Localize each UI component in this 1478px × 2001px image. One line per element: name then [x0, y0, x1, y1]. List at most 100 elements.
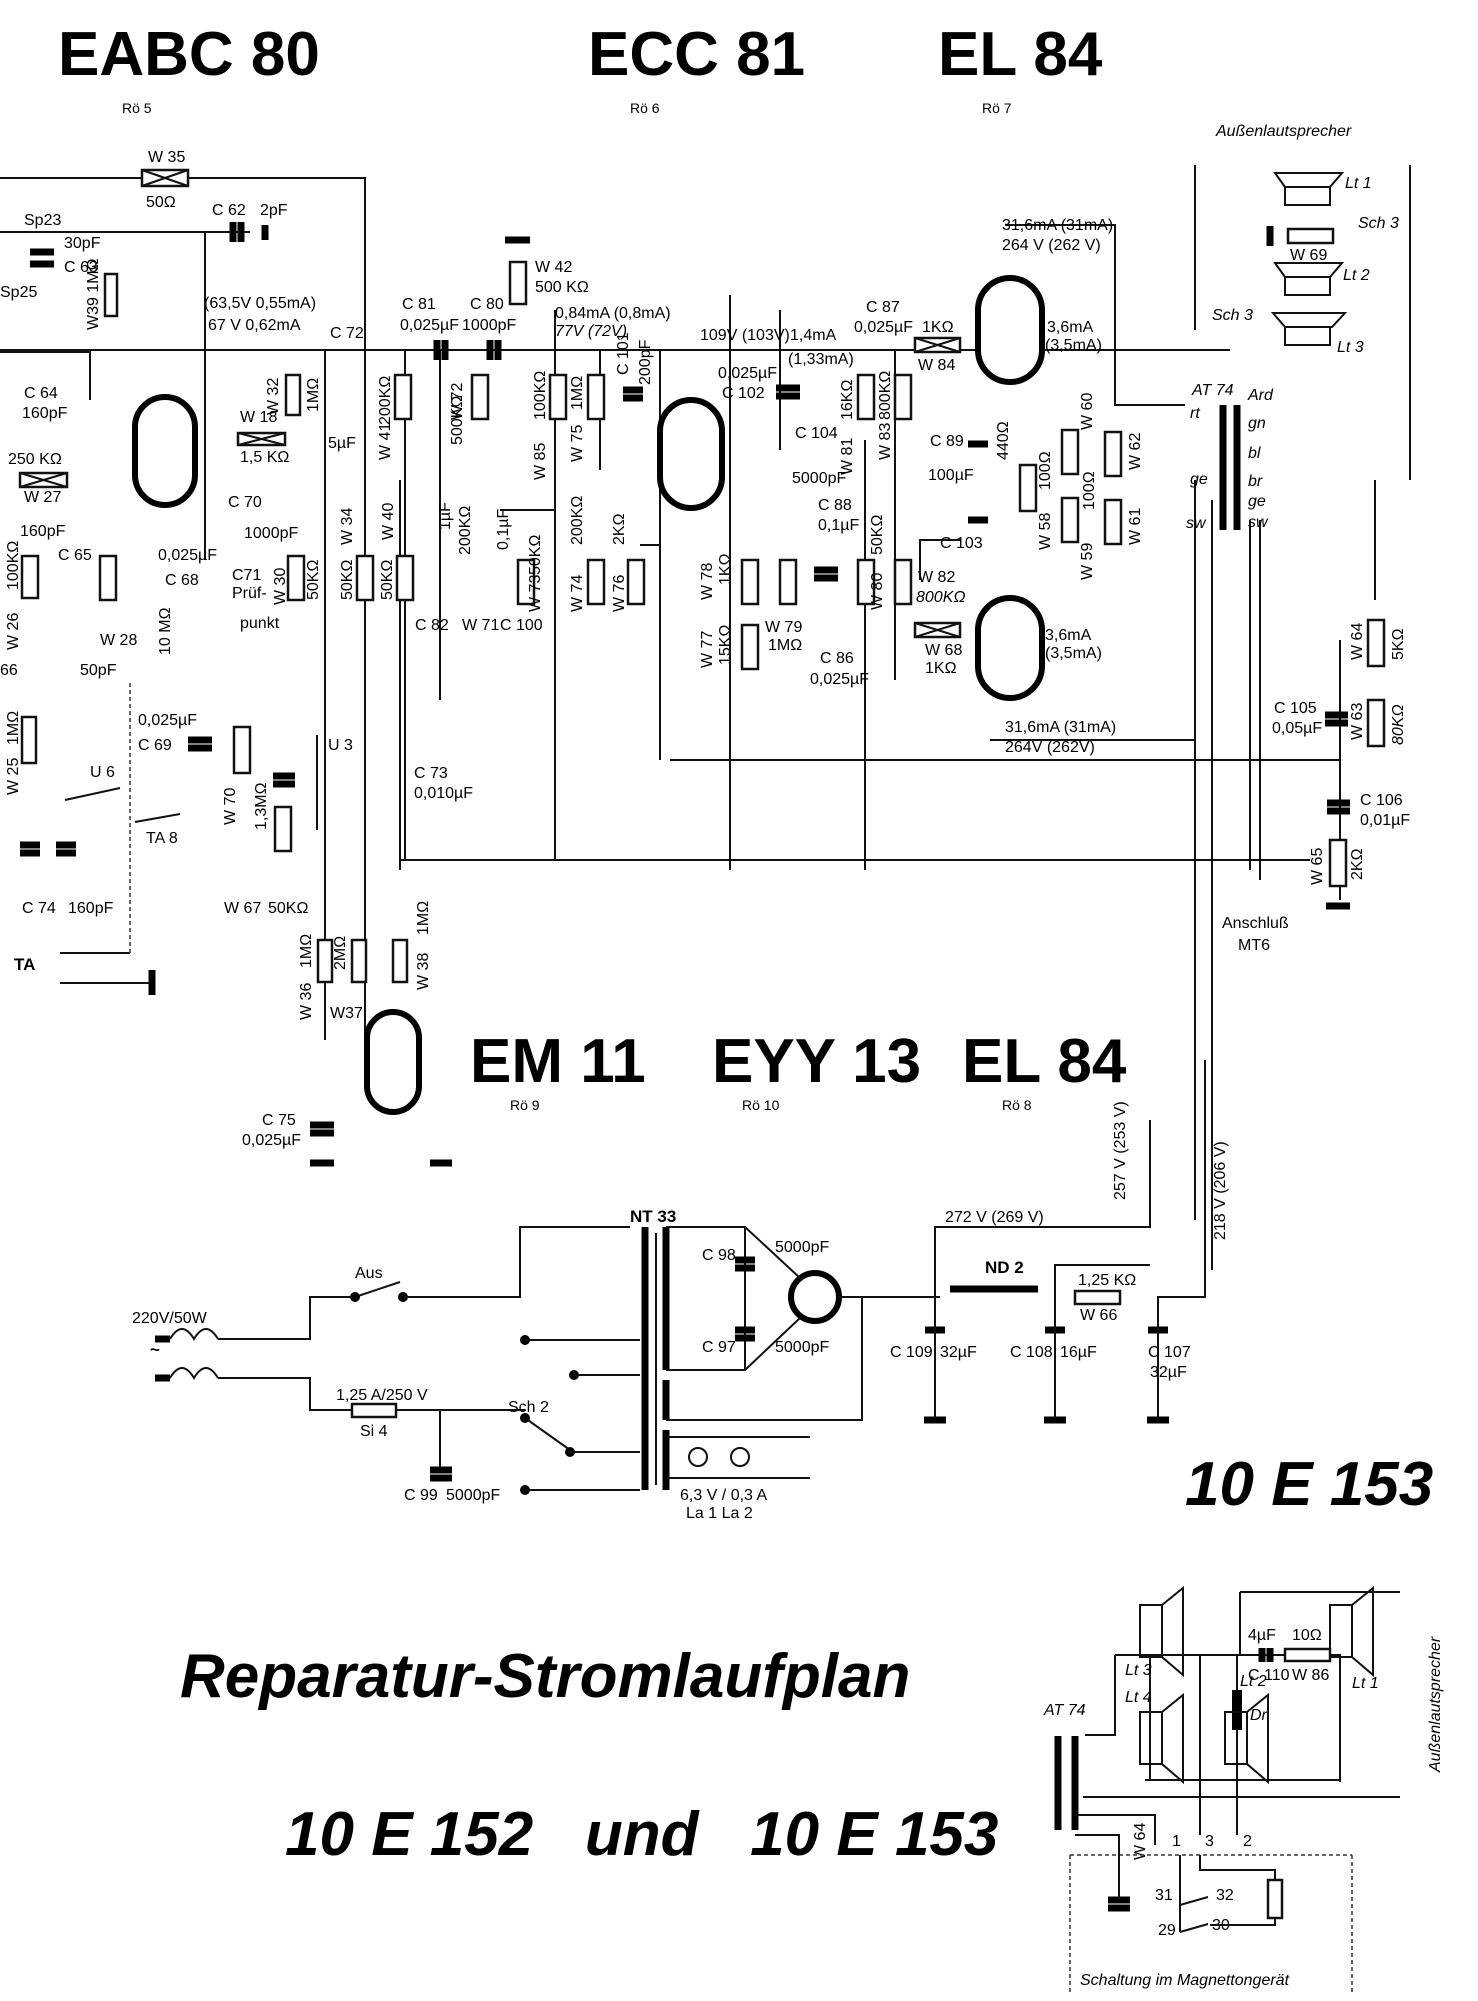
- label-c82-val: 1µF: [437, 502, 454, 530]
- variant-heading: 10 E 153: [1185, 1450, 1433, 1519]
- label-10m: 10 MΩ: [157, 607, 174, 655]
- label-w75: W 75: [569, 425, 586, 462]
- tube-ro8-envelope: [975, 595, 1045, 701]
- label-w83-val: 800KΩ: [877, 371, 894, 420]
- label-w34-val: 50KΩ: [339, 560, 356, 600]
- tube-ro9-envelope: [364, 1009, 422, 1115]
- speaker-153-lt3: [1139, 1585, 1184, 1678]
- label-c89: C 89: [930, 433, 964, 450]
- label-w40-val: 50KΩ: [379, 560, 396, 600]
- label-w69: W 69: [1290, 247, 1327, 264]
- tube-name-ro5: EABC 80: [58, 20, 320, 89]
- resistor-w69: [1286, 227, 1335, 245]
- label-w65: W 65: [1309, 848, 1326, 885]
- label-w71-val: 200KΩ: [457, 506, 474, 555]
- label-c102-val: 0,025µF: [718, 365, 777, 382]
- label-w25-val: 1MΩ: [5, 711, 22, 745]
- variant-side-label: Außenlautsprecher: [1427, 1636, 1444, 1773]
- label-dr: Dr: [1250, 1707, 1268, 1724]
- label-c72-val: 5µF: [328, 435, 356, 452]
- label-w86: W 86: [1292, 1667, 1329, 1684]
- pin-31: 31: [1155, 1887, 1173, 1904]
- label-v-ro6a: 0,84mA (0,8mA): [555, 305, 671, 322]
- label-w25: W 25: [5, 758, 22, 795]
- label-w80-val: 50KΩ: [869, 515, 886, 555]
- label-ll2: Lt 2: [1343, 267, 1370, 284]
- tube-name-ro7: EL 84: [938, 20, 1103, 89]
- label-w66-val: 1,25 KΩ: [1078, 1272, 1136, 1289]
- label-sch3-a: Sch 3: [1358, 215, 1399, 232]
- label-r440: 440Ω: [995, 421, 1012, 460]
- label-c70-val: 1000pF: [244, 525, 298, 542]
- label-v-ro5a: (63,5V 0,55mA): [204, 295, 316, 312]
- label-c104: C 104: [795, 425, 838, 442]
- label-c66: 66: [0, 662, 18, 679]
- label-w73-val: 50KΩ: [527, 535, 544, 575]
- label-w70: W 70: [222, 788, 239, 825]
- label-w30: W 30: [272, 568, 289, 605]
- label-c72: C 72: [330, 325, 364, 342]
- label-v-218: 218 V (206 V): [1212, 1141, 1229, 1240]
- label-w72: W 72: [449, 383, 466, 420]
- label-nt33: NT 33: [630, 1207, 676, 1226]
- ac-symbol-icon: ~: [150, 1340, 160, 1359]
- label-153-w64: W 64: [1132, 1823, 1149, 1860]
- label-v-ro7a: 31,6mA (31mA): [1002, 217, 1113, 234]
- tap-gn: gn: [1248, 415, 1266, 432]
- pin-3: 3: [1205, 1833, 1214, 1850]
- label-c100-val: 0,1µF: [495, 509, 512, 550]
- tube-name-ro6: ECC 81: [588, 20, 805, 89]
- label-w32-val: 1MΩ: [305, 378, 322, 412]
- label-c97-val: 5000pF: [775, 1339, 829, 1356]
- label-w30-val: 50KΩ: [305, 560, 322, 600]
- label-w63: W 63: [1349, 703, 1366, 740]
- label-w80: W 80: [869, 573, 886, 610]
- label-c107: C 107: [1148, 1344, 1191, 1361]
- label-lamps: La 1 La 2: [686, 1505, 753, 1522]
- tube-ro6-envelope: [657, 397, 725, 511]
- switch-aus: [354, 1281, 401, 1298]
- label-w61: W 61: [1127, 508, 1144, 545]
- label-w26-val: 100KΩ: [5, 541, 22, 590]
- speaker-header: Außenlautsprecher: [1215, 123, 1352, 140]
- variant-box-label: Schaltung im Magnettongerät: [1080, 1972, 1290, 1989]
- label-w18: W 18: [240, 409, 277, 426]
- label-pruef: Prüf-: [232, 585, 267, 602]
- label-w81: W 81: [839, 438, 856, 475]
- tube-ref-ro10: Rö 10: [742, 1097, 780, 1113]
- label-c70: C 70: [228, 494, 262, 511]
- label-w35: W 35: [148, 149, 185, 166]
- label-c88-val: 0,1µF: [818, 517, 859, 534]
- label-v-257: 257 V (253 V): [1112, 1101, 1129, 1200]
- label-w78: W 78: [699, 563, 716, 600]
- label-c80: C 80: [470, 296, 504, 313]
- label-w26: W 26: [5, 613, 22, 650]
- label-c75: C 75: [262, 1112, 296, 1129]
- lamp-la2-icon: [730, 1447, 750, 1467]
- label-c69: C 69: [138, 737, 172, 754]
- resistor-w18: [236, 431, 287, 447]
- label-lt4: Lt 4: [1125, 1689, 1152, 1706]
- tube-ref-ro9: Rö 9: [510, 1097, 540, 1113]
- label-c108: C 108: [1010, 1344, 1053, 1361]
- label-c102: C 102: [722, 385, 765, 402]
- label-c80-val: 1000pF: [462, 317, 516, 334]
- label-c109-val: 32µF: [940, 1344, 977, 1361]
- tube-ref-ro6: Rö 6: [630, 100, 660, 116]
- label-v-ro6d: 1,4mA: [790, 327, 837, 344]
- label-sp23: Sp23: [24, 212, 61, 229]
- page-subtitle: 10 E 152 und 10 E 153: [285, 1800, 998, 1869]
- label-c71: C71: [232, 567, 261, 584]
- label-c104-val: 5000pF: [792, 470, 846, 487]
- mains-filter-choke: [169, 1328, 219, 1380]
- label-w79-val: 1MΩ: [768, 637, 802, 654]
- label-at74: AT 74: [1191, 382, 1234, 399]
- label-v-ro8b: (3,5mA): [1045, 645, 1102, 662]
- tap-sw: sw: [1248, 514, 1269, 531]
- label-lamps-val: 6,3 V / 0,3 A: [680, 1487, 768, 1504]
- speaker-153-lt2: [1224, 1692, 1269, 1785]
- label-c73-val: 0,010µF: [414, 785, 473, 802]
- pin-32: 32: [1216, 1887, 1234, 1904]
- label-w68: W 68: [925, 642, 962, 659]
- label-w40: W 40: [380, 503, 397, 540]
